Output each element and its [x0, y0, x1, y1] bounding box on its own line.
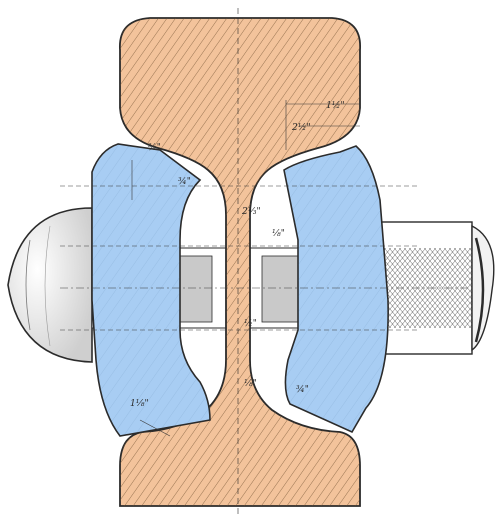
bolt-head [7, 207, 93, 363]
dimension-label: ¾" [296, 384, 309, 395]
dimension-label: ⅛" [244, 379, 257, 389]
dimension-label: 2⅓" [241, 207, 261, 217]
dimension-label: 1⅛" [130, 399, 149, 409]
left-joint-bar [91, 143, 211, 437]
dimension-labels: 1½" 2½" ¾" 2⅓" ⅛" ¾" ½" ⅛" 1⅛" ¾" [130, 100, 345, 409]
dimension-label: ¾" [148, 142, 161, 153]
dimension-label: ¾" [178, 176, 191, 187]
right-joint-bar [283, 145, 389, 434]
dimension-label: 1½" [326, 100, 345, 111]
rail-section [119, 8, 361, 516]
dimension-label: 2½" [291, 122, 311, 133]
dimension-label: ½" [244, 318, 257, 329]
dimension-label: ⅛" [272, 229, 285, 239]
dimension-lines [60, 100, 470, 437]
